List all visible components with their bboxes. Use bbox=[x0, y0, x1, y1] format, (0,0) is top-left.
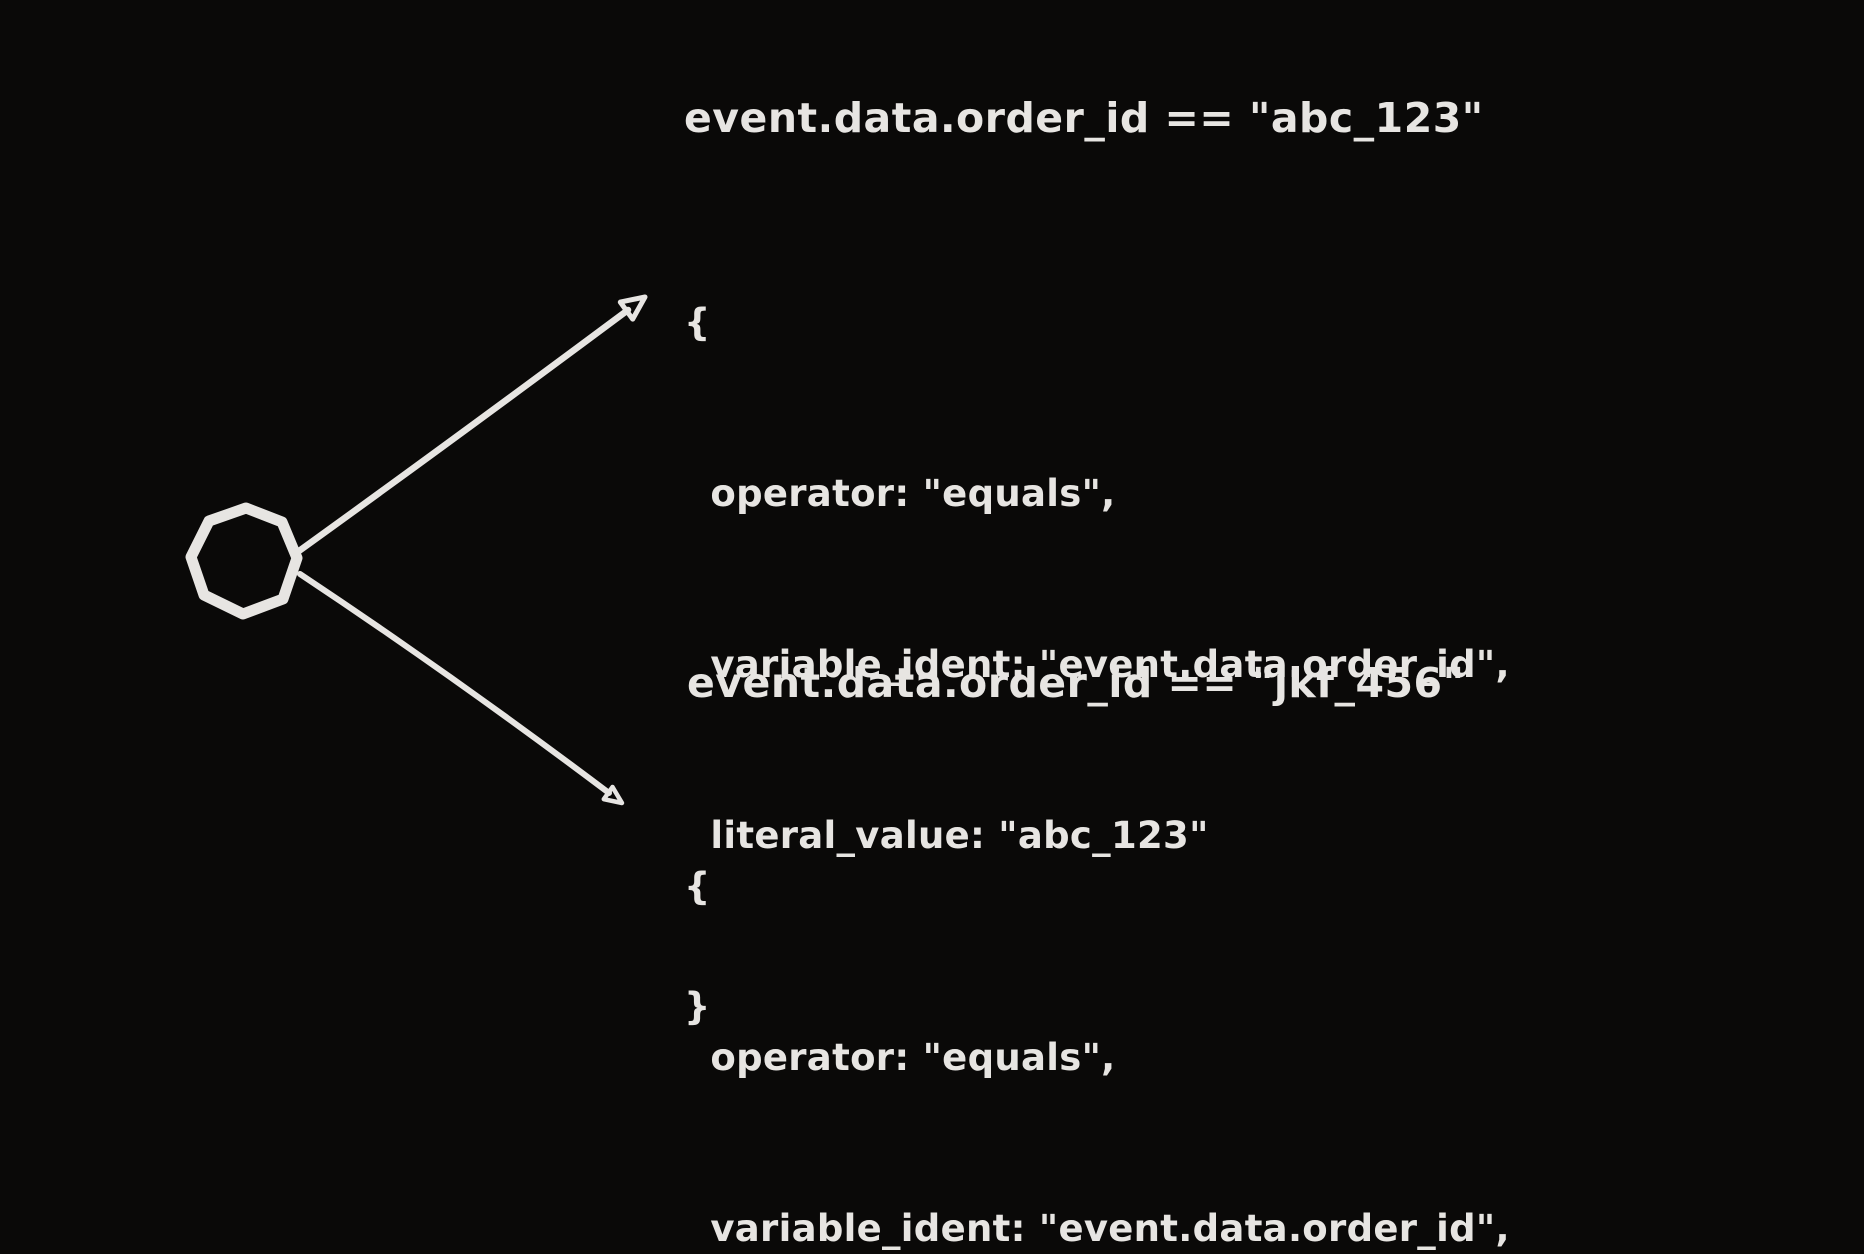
code-line: operator: "equals", bbox=[684, 472, 1116, 515]
branch-bottom-title: event.data.order_id == "jkf_456" bbox=[687, 659, 1465, 707]
branch-top-code: { operator: "equals", variable_ident: "e… bbox=[684, 180, 1510, 1149]
arrow-to-top-branch bbox=[295, 294, 648, 555]
code-line: literal_value: "abc_123" bbox=[684, 814, 1209, 857]
arrow-bottom-head-icon bbox=[601, 784, 625, 806]
code-line: { bbox=[684, 865, 711, 908]
code-line: { bbox=[684, 301, 711, 344]
branch-bottom-code: { operator: "equals", variable_ident: "e… bbox=[684, 744, 1510, 1254]
arrow-top-shaft bbox=[295, 306, 632, 555]
code-line: operator: "equals", bbox=[684, 1036, 1116, 1079]
state-node-circle-icon bbox=[185, 502, 303, 620]
arrow-to-bottom-branch bbox=[297, 571, 625, 806]
code-line: variable_ident: "event.data.order_id", bbox=[684, 1207, 1510, 1250]
arrow-top-head-icon bbox=[617, 294, 648, 322]
code-line: variable_ident: "event.data.order_id", bbox=[684, 643, 1510, 686]
branch-top-title: event.data.order_id == "abc_123" bbox=[684, 94, 1484, 142]
code-line: } bbox=[684, 985, 711, 1028]
arrow-bottom-shaft bbox=[297, 571, 612, 796]
